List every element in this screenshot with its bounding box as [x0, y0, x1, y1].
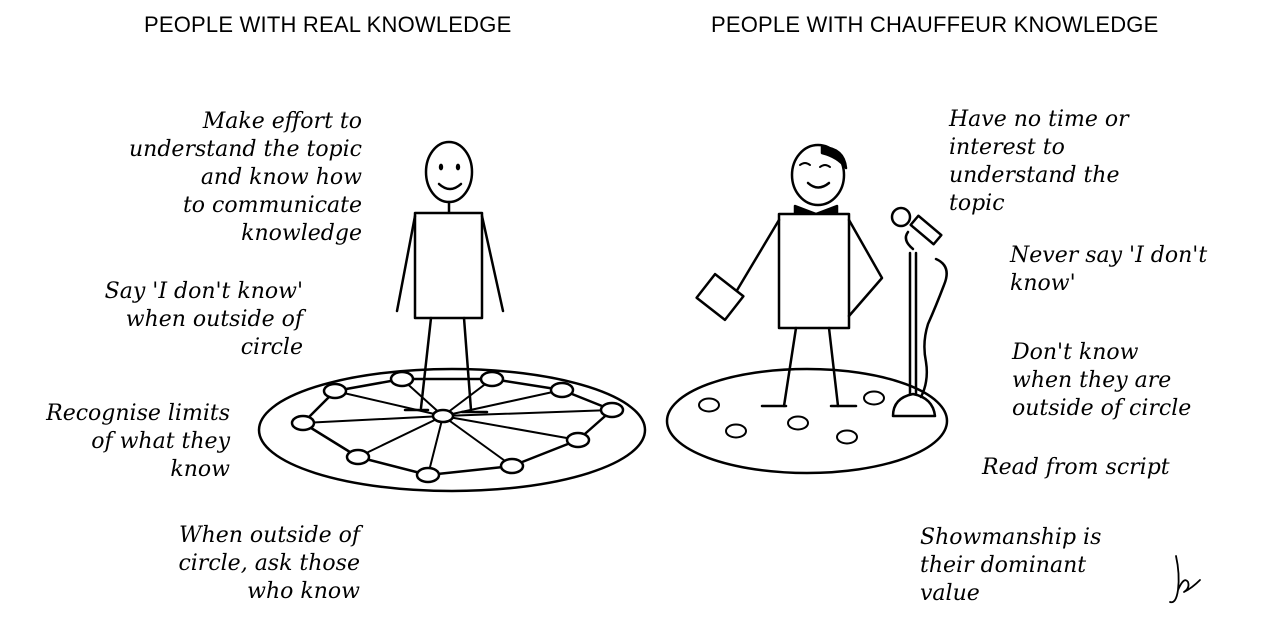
knowledge-network	[290, 370, 625, 484]
script-card	[695, 272, 745, 322]
note-say-dont-know: Say 'I don't know' when outside of circl…	[104, 279, 303, 360]
microphone-icon	[909, 214, 943, 246]
expert-torso	[413, 211, 484, 320]
microphone-stand	[890, 206, 948, 418]
note-read-from-script: Read from script	[982, 455, 1170, 480]
note-no-time-or-interest: Have no time or interest to understand t…	[949, 107, 1129, 216]
showman-head	[790, 143, 846, 207]
note-never-say-dont-know: Never say 'I don't know'	[1010, 243, 1208, 296]
note-make-effort: Make effort to understand the topic and …	[129, 109, 362, 246]
author-signature	[1169, 555, 1201, 604]
note-ask-those-who-know: When outside of circle, ask those who kn…	[178, 523, 360, 604]
stage-platform	[665, 367, 949, 475]
stick-figure-expert	[395, 140, 505, 414]
note-recognise-limits: Recognise limits of what they know	[46, 401, 230, 482]
expert-head	[424, 140, 474, 204]
note-showmanship: Showmanship is their dominant value	[920, 525, 1102, 606]
heading-real-knowledge: PEOPLE WITH REAL KNOWLEDGE	[144, 12, 512, 37]
knowledge-circle-left	[257, 367, 647, 493]
heading-chauffeur-knowledge: PEOPLE WITH CHAUFFEUR KNOWLEDGE	[711, 12, 1159, 37]
showman-torso	[777, 212, 851, 330]
stick-figure-showman	[695, 143, 884, 408]
note-dont-know-outside-circle: Don't know when they are outside of circ…	[1012, 340, 1192, 421]
